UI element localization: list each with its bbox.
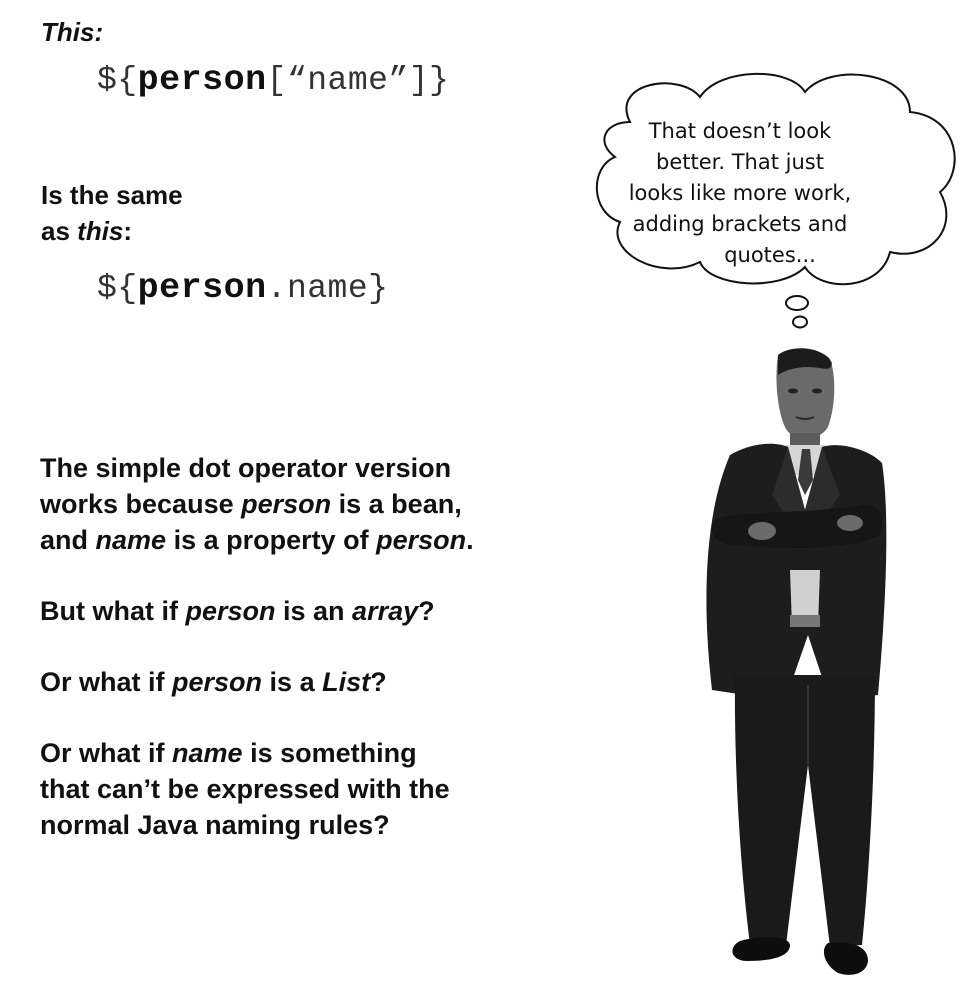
code-key: “name” — [286, 62, 409, 99]
code-bracket-open: [ — [266, 62, 287, 99]
code-object: person — [137, 268, 267, 308]
code-prefix: ${ — [97, 270, 138, 307]
trousers — [734, 675, 875, 947]
code-dot-notation: ${person.name} — [97, 268, 388, 308]
right-shoe — [823, 942, 868, 975]
thought-bubble — [595, 72, 956, 329]
thought-text: That doesn’t look better. That just look… — [628, 119, 852, 267]
this-label: This: — [41, 17, 104, 47]
paragraph-dot-operator: The simple dot operator version works be… — [40, 453, 474, 555]
tie — [798, 449, 813, 495]
paragraph-list-question: Or what if person is a List? — [40, 667, 387, 697]
thought-dot-large — [785, 295, 809, 311]
paragraph-naming-question: Or what if name is something that can’t … — [40, 738, 450, 840]
code-object: person — [137, 60, 267, 100]
code-property: .name — [266, 270, 369, 307]
paragraph-array-question: But what if person is an array? — [40, 596, 435, 626]
code-bracket-close: ] — [408, 62, 430, 99]
left-shoe — [732, 936, 790, 961]
code-prefix: ${ — [97, 62, 138, 99]
is-same-line2: as this: — [41, 216, 133, 246]
man-in-suit-illustration — [706, 348, 887, 975]
head — [776, 348, 835, 453]
explanation-text: The simple dot operator version works be… — [40, 450, 640, 843]
thought-dot-small — [792, 315, 808, 329]
is-same-label: Is the same as this: — [41, 177, 183, 249]
code-suffix: } — [429, 62, 450, 99]
code-bracket-notation: ${person[“name”]} — [97, 60, 449, 100]
is-same-line1: Is the same — [41, 180, 183, 210]
code-suffix: } — [368, 270, 389, 307]
